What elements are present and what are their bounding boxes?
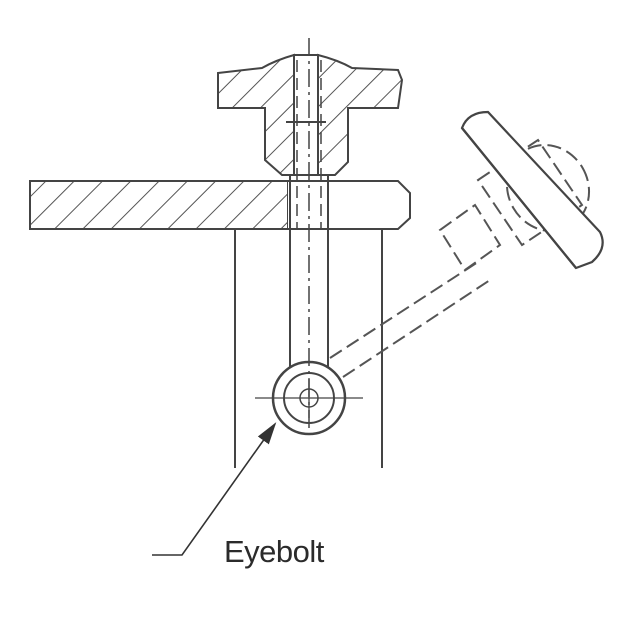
bolt-shank — [289, 38, 329, 430]
swung-knob — [460, 110, 604, 270]
knob-handle — [217, 53, 404, 176]
eyebolt-label: Eyebolt — [224, 534, 324, 569]
work-surface — [29, 180, 289, 230]
clamp-plate — [288, 180, 411, 230]
eyebolt-leader — [152, 422, 277, 556]
eyebolt-eye — [255, 360, 363, 436]
support-lines — [234, 229, 383, 468]
